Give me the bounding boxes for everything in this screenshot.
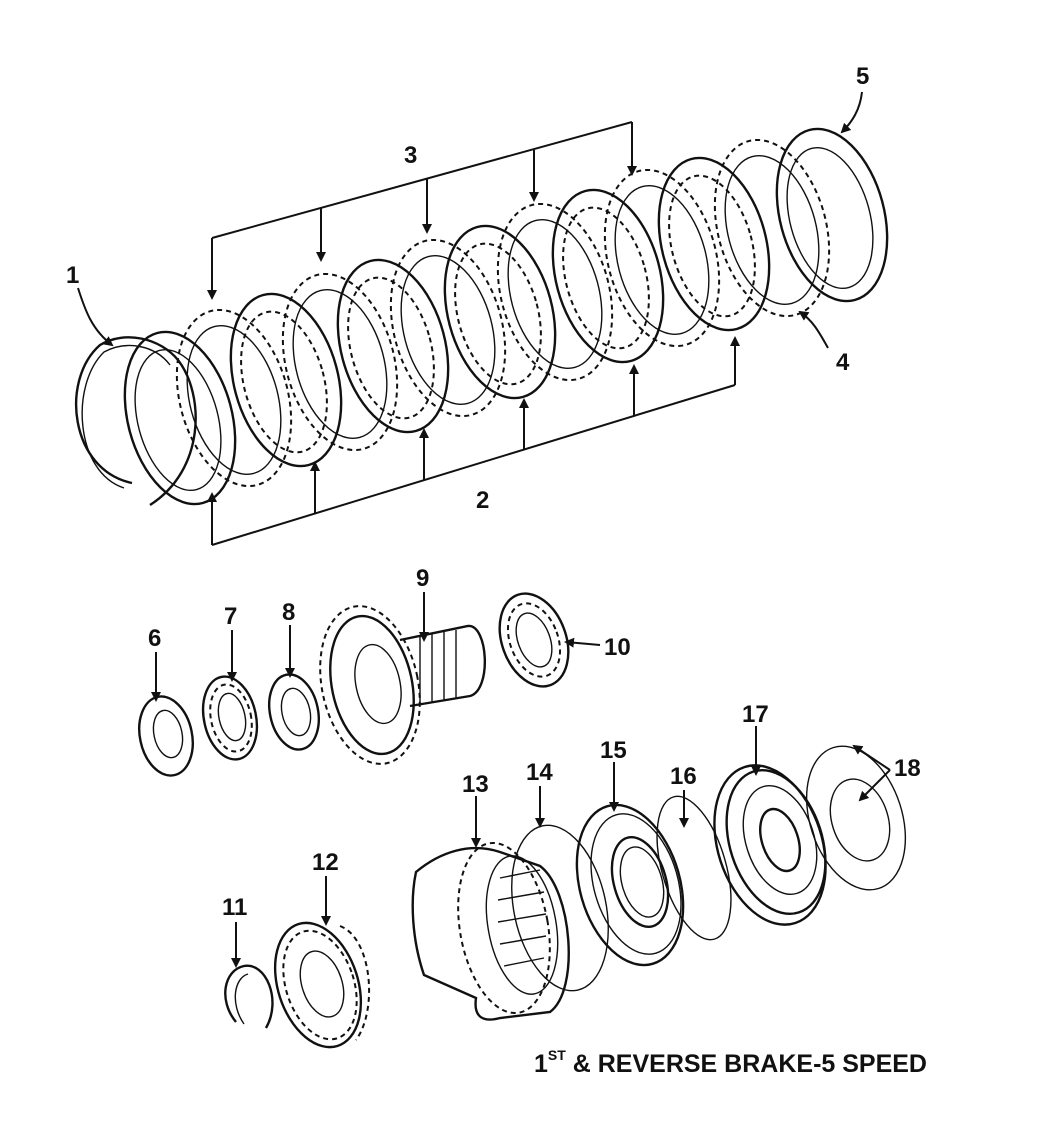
gear-shaft-9 xyxy=(319,605,487,765)
callout-16: 16 xyxy=(670,763,697,790)
drum-13 xyxy=(411,841,570,1021)
spring-retainer-17 xyxy=(713,764,827,926)
callout-8: 8 xyxy=(282,599,295,626)
callout-10: 10 xyxy=(604,634,631,661)
clutch-plate-stack xyxy=(123,127,889,506)
caption-rest: & REVERSE BRAKE-5 SPEED xyxy=(566,1050,927,1078)
callout-2: 2 xyxy=(476,487,489,514)
bearing-7 xyxy=(201,675,259,761)
hub-12 xyxy=(273,921,371,1049)
leader-10 xyxy=(564,637,601,648)
leader-5 xyxy=(840,91,863,134)
diagram-caption: 1ST & REVERSE BRAKE-5 SPEED xyxy=(534,1047,927,1078)
callout-17: 17 xyxy=(742,701,769,728)
callout-11: 11 xyxy=(222,894,247,921)
leader-18b xyxy=(858,769,891,802)
callout-14: 14 xyxy=(526,759,553,786)
washer-6 xyxy=(138,695,194,777)
leader-4 xyxy=(798,310,829,349)
snap-ring-11 xyxy=(224,964,274,1029)
callout-15: 15 xyxy=(600,737,627,764)
bracket-2 xyxy=(207,336,740,546)
callout-18: 18 xyxy=(894,755,921,782)
snap-ring-1 xyxy=(74,336,197,507)
bracket-3 xyxy=(207,121,637,300)
seal-16 xyxy=(656,795,732,941)
caption-superscript: ST xyxy=(548,1047,566,1063)
gasket-18 xyxy=(805,745,907,891)
caption-prefix: 1 xyxy=(534,1050,548,1078)
callout-7: 7 xyxy=(224,603,237,630)
callout-4: 4 xyxy=(836,349,850,376)
callout-3: 3 xyxy=(404,142,417,169)
callout-1: 1 xyxy=(66,262,79,289)
leader-1 xyxy=(77,287,114,347)
callout-12: 12 xyxy=(312,849,339,876)
washer-8 xyxy=(268,673,320,751)
callout-5: 5 xyxy=(856,63,869,90)
callout-6: 6 xyxy=(148,625,161,652)
bearing-10 xyxy=(498,592,570,688)
seal-14 xyxy=(511,824,609,992)
leader-18a xyxy=(852,744,891,771)
callout-13: 13 xyxy=(462,771,489,798)
piston-15 xyxy=(575,803,685,967)
callout-9: 9 xyxy=(416,565,429,592)
